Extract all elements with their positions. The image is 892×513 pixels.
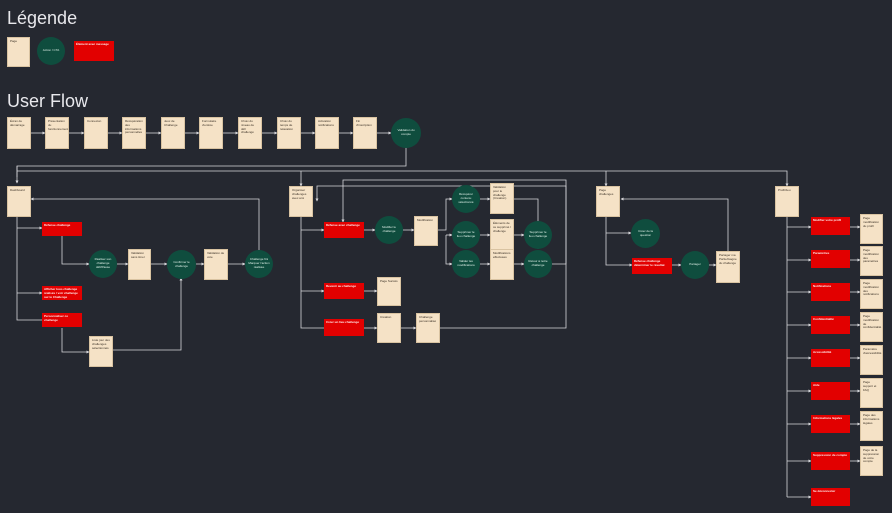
col2-action-5: Supprimer le lieu challenge xyxy=(524,221,552,249)
col2-page-5: Page Succès xyxy=(377,277,401,306)
col4-head: Profil/Jeu xyxy=(775,186,799,217)
col4-page-8: Page de la suppression de votre compte xyxy=(860,446,883,476)
col4-error-4: Confidentialité xyxy=(811,316,850,334)
col2-action-3: Supprimer le lieu challenge xyxy=(452,221,480,249)
col2-page-1: Modification xyxy=(414,216,438,246)
legend-page: Page xyxy=(7,37,30,67)
col2-action-2: Récupérer contenu sélectionné xyxy=(452,185,480,213)
col4-error-8: Suppression de compte xyxy=(811,452,850,470)
col4-error-7: Informations légales xyxy=(811,415,850,433)
userflow-title: User Flow xyxy=(7,91,89,111)
col3-head: Page challenges xyxy=(596,186,620,217)
main-step-7: Choix du niveau de défi challengé xyxy=(238,117,262,149)
col1-action-2: Confirmer le challenge xyxy=(167,250,196,279)
col1-error-1: Défense challenge xyxy=(42,222,82,236)
col4-error-3: Notifications xyxy=(811,283,850,301)
col3-page-1: Partager ma Partie/Gagne du challenge xyxy=(716,251,740,283)
col2-page-7: Challenge personnalisé xyxy=(416,313,440,343)
col2-action-6: Retour à notre challenge xyxy=(524,250,552,278)
legend-title: Légende xyxy=(7,8,78,28)
col4-error-1: Modifier votre profil xyxy=(811,217,850,235)
col1-error-3: Personnaliser ce challenge xyxy=(42,313,82,327)
col4-page-6: Page support et FAQ xyxy=(860,378,883,408)
col3-action-2: Partager xyxy=(681,251,709,279)
col4-page-7: Page des informations légales xyxy=(860,411,883,441)
col1-error-2: Afficher tous challenge réalisés / voir … xyxy=(42,286,82,300)
col3-error-1: Défense challenge déterminer le résultat xyxy=(632,258,672,274)
col2-error-2: Revenir au challenge xyxy=(324,283,364,299)
main-step-1: Écran de démarrage xyxy=(7,117,31,149)
col1-head: Dashboard xyxy=(7,186,31,217)
col2-page-3: Éléments de ce supprimé / challenge xyxy=(490,219,514,250)
col4-error-2: Paramètres xyxy=(811,250,850,268)
col2-page-6: Création xyxy=(377,313,401,343)
main-action-validate: Validation du compte xyxy=(391,118,421,148)
col1-action-3: Challenge fini Marquer l'action réalisée xyxy=(245,250,273,278)
col1-page-3: Liste jour des challenges sélectionnés xyxy=(89,336,113,367)
col3-action-1: Créer de la question xyxy=(631,219,660,248)
col2-action-1: Modifier le challenge xyxy=(375,216,403,244)
legend-error: Élément avec message xyxy=(74,41,114,61)
col1-page-2: Validation de vote xyxy=(204,249,228,280)
col2-action-4: Valider les modifications xyxy=(452,250,480,278)
main-step-8: Choix du temps de relaxation xyxy=(277,117,301,149)
main-step-5: Jeux de Challenge xyxy=(161,117,185,149)
col4-page-2: Page modification des paramètres xyxy=(860,246,883,276)
col4-error-6: Aide xyxy=(811,382,850,400)
col4-page-5: Paramètre d'accessibilité xyxy=(860,345,883,375)
main-step-4: Récupération des informations personnell… xyxy=(122,117,146,149)
main-step-9: Activation notifications xyxy=(315,117,339,149)
col2-page-4: Modifications effectuées xyxy=(490,249,514,280)
col4-page-4: Page modification de confidentialité xyxy=(860,312,883,342)
legend-action: Action / CTA xyxy=(37,37,65,65)
main-step-2: Présentation du fonctionnement xyxy=(45,117,69,149)
main-step-3: Connexion xyxy=(84,117,108,149)
col4-page-1: Page modification du profil xyxy=(860,214,883,244)
main-step-10: Fin d'inscription xyxy=(353,117,377,149)
col2-page-2: Validation pour le challenge (Création) xyxy=(490,183,514,214)
col2-head: Organiser challenges avec ami xyxy=(289,186,313,217)
col4-error-9: Se déconnecter xyxy=(811,488,850,506)
col4-page-3: Page modification des notifications xyxy=(860,279,883,309)
col2-error-3: Créer un lieu challenge xyxy=(324,319,364,336)
col1-action-1: Réaliser son challenge défi/Pause xyxy=(89,250,117,278)
main-step-6: Formulaire d'entrée xyxy=(199,117,223,149)
col2-error-1: Défense avec challenge xyxy=(324,222,364,238)
col1-page-1: Validation sans timer xyxy=(128,249,151,280)
col4-error-5: Accessibilité xyxy=(811,349,850,367)
